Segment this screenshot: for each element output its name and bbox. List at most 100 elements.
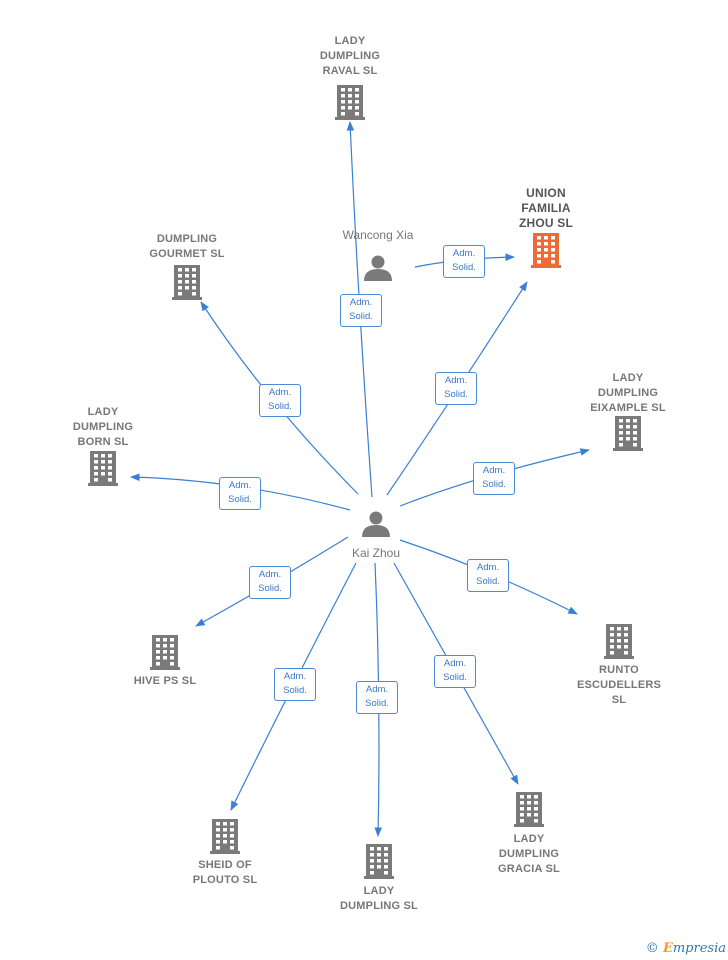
edge-label-kai-raval: Adm. Solid.: [340, 294, 382, 327]
building-window: [178, 274, 182, 278]
building-window: [192, 286, 196, 290]
building-window: [384, 865, 388, 869]
building-window: [633, 431, 637, 435]
building-window: [223, 834, 227, 838]
building-window: [370, 859, 374, 863]
building-window: [341, 106, 345, 110]
building-window: [101, 454, 105, 458]
building-window: [544, 236, 548, 240]
building-window: [624, 639, 628, 643]
building-window: [534, 813, 538, 817]
building-window: [619, 431, 623, 435]
building-window: [537, 254, 541, 258]
building-window: [520, 801, 524, 805]
edge-label-kai-runto: Adm. Solid.: [467, 559, 509, 592]
building-window: [619, 437, 623, 441]
building-window: [185, 280, 189, 284]
copyright-icon: ©: [645, 941, 659, 956]
building-window: [617, 645, 621, 649]
building-window: [384, 847, 388, 851]
building-window: [619, 425, 623, 429]
edge-label-kai-ladysl: Adm. Solid.: [356, 681, 398, 714]
company-label-sheid[interactable]: SHEID OF PLOUTO SL: [192, 859, 258, 886]
building-window: [544, 254, 548, 258]
building-window: [230, 834, 234, 838]
building-window: [551, 236, 555, 240]
company-label-runto[interactable]: RUNTO ESCUDELLERS SL: [576, 664, 662, 706]
building-window: [624, 633, 628, 637]
building-window: [520, 813, 524, 817]
company-label-born[interactable]: LADY DUMPLING BORN SL: [72, 406, 134, 448]
building-window: [610, 645, 614, 649]
building-window: [170, 662, 174, 666]
building-window: [170, 638, 174, 642]
building-window: [551, 260, 555, 264]
building-window: [633, 437, 637, 441]
building-window: [101, 460, 105, 464]
building-window: [108, 478, 112, 482]
building-window: [537, 242, 541, 246]
building-window: [617, 639, 621, 643]
building-window: [341, 88, 345, 92]
building-window: [544, 248, 548, 252]
edge-label-kai-eixample: Adm. Solid.: [473, 462, 515, 495]
building-window: [617, 627, 621, 631]
building-window: [537, 236, 541, 240]
edge-label-kai-sheid: Adm. Solid.: [274, 668, 316, 701]
building-window: [156, 638, 160, 642]
company-label-eixample[interactable]: LADY DUMPLING EIXAMPLE SL: [590, 372, 666, 414]
company-label-ladysl[interactable]: LADY DUMPLING SL: [340, 885, 418, 912]
building-window: [156, 644, 160, 648]
building-window: [223, 822, 227, 826]
building-window: [626, 437, 630, 441]
building-window: [178, 292, 182, 296]
building-window: [624, 627, 628, 631]
brand-initial: E: [662, 941, 673, 956]
building-window: [384, 859, 388, 863]
building-window: [178, 286, 182, 290]
building-window: [370, 871, 374, 875]
person-label-kai[interactable]: Kai Zhou: [351, 546, 401, 560]
company-label-gourmet[interactable]: DUMPLING GOURMET SL: [149, 233, 225, 260]
edge-label-kai-hive: Adm. Solid.: [249, 566, 291, 599]
building-window: [108, 472, 112, 476]
building-window: [355, 94, 359, 98]
building-window: [527, 801, 531, 805]
building-window: [94, 478, 98, 482]
building-window: [192, 268, 196, 272]
building-window: [633, 425, 637, 429]
company-label-gracia[interactable]: LADY DUMPLING GRACIA SL: [498, 833, 560, 875]
building-window: [377, 859, 381, 863]
building-window: [377, 865, 381, 869]
building-window: [156, 662, 160, 666]
building-window: [537, 248, 541, 252]
building-window: [341, 100, 345, 104]
building-window: [527, 813, 531, 817]
building-window: [624, 651, 628, 655]
company-label-hive[interactable]: HIVE PS SL: [133, 675, 197, 687]
edge-label-kai-born: Adm. Solid.: [219, 477, 261, 510]
building-window: [163, 656, 167, 660]
person-label-wancong[interactable]: Wancong Xia: [342, 228, 414, 242]
building-window: [101, 472, 105, 476]
building-window: [178, 268, 182, 272]
building-window: [610, 633, 614, 637]
building-window: [192, 280, 196, 284]
building-window: [348, 88, 352, 92]
building-window: [626, 419, 630, 423]
person-icon: [364, 255, 392, 281]
building-window: [370, 847, 374, 851]
building-window: [610, 651, 614, 655]
building-window: [94, 460, 98, 464]
company-label-raval[interactable]: LADY DUMPLING RAVAL SL: [319, 35, 381, 77]
building-window: [355, 112, 359, 116]
company-label-union[interactable]: UNION FAMILIA ZHOU SL: [518, 186, 574, 230]
building-window: [230, 840, 234, 844]
building-window: [610, 639, 614, 643]
building-window: [170, 644, 174, 648]
building-window: [384, 871, 388, 875]
building-window: [534, 795, 538, 799]
edge-label-wancong-union: Adm. Solid.: [443, 245, 485, 278]
building-window: [192, 274, 196, 278]
